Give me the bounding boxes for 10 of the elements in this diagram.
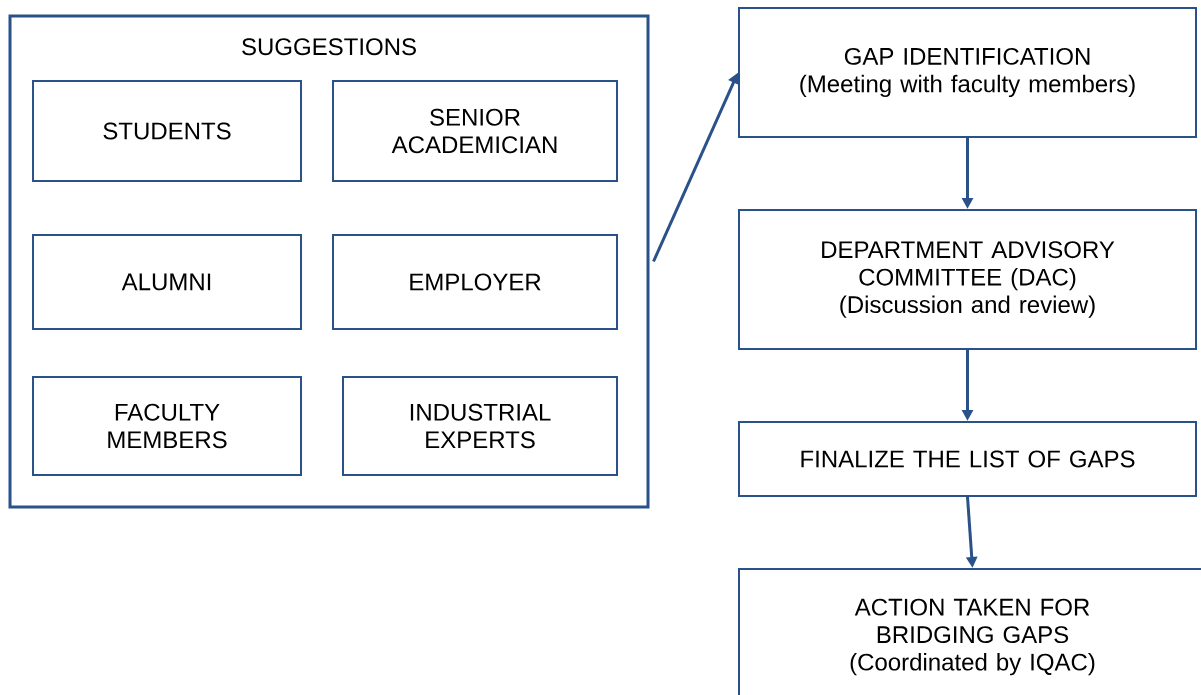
- process-box: EMPLOYER: [332, 234, 618, 330]
- process-box: FACULTY MEMBERS: [32, 376, 302, 476]
- process-box: GAP IDENTIFICATION (Meeting with faculty members): [738, 7, 1197, 138]
- process-box: INDUSTRIAL EXPERTS: [342, 376, 618, 476]
- process-box: FINALIZE THE LIST OF GAPS: [738, 421, 1197, 497]
- process-box: SENIOR ACADEMICIAN: [332, 80, 618, 182]
- process-box: ACTION TAKEN FOR BRIDGING GAPS (Coordinated by IQAC): [738, 568, 1201, 695]
- process-box: STUDENTS: [32, 80, 302, 182]
- process-box: ALUMNI: [32, 234, 302, 330]
- process-box: DEPARTMENT ADVISORY COMMITTEE (DAC) (Discussion and review): [738, 209, 1197, 350]
